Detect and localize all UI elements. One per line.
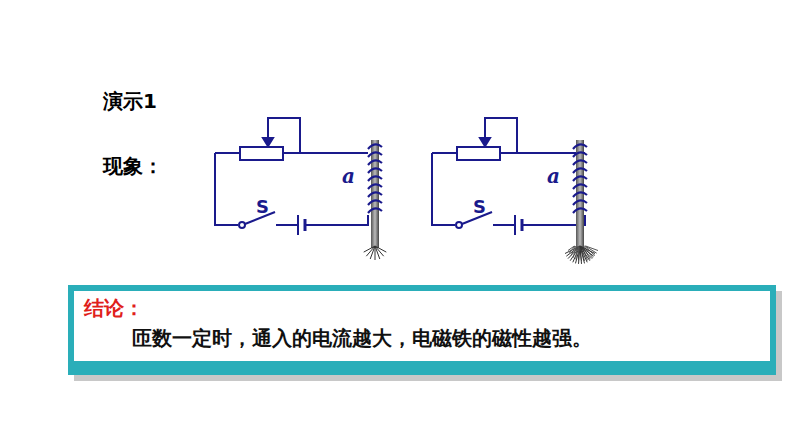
wire <box>305 215 368 225</box>
coil-winding <box>573 152 587 157</box>
conclusion-text: 匝数一定时，通入的电流越大，电磁铁的磁性越强。 <box>84 323 760 353</box>
coil-winding <box>368 200 382 205</box>
coil-winding <box>368 192 382 197</box>
coil-winding <box>573 168 587 173</box>
coil-winding <box>573 176 587 181</box>
coil-winding <box>573 160 587 165</box>
rheostat-symbol <box>240 147 283 160</box>
coil-winding <box>573 192 587 197</box>
wire <box>283 152 300 154</box>
conclusion-band: 结论：匝数一定时，通入的电流越大，电磁铁的磁性越强。 <box>68 285 776 375</box>
wire <box>215 153 238 225</box>
iron-cores <box>364 140 598 264</box>
wire <box>300 152 368 154</box>
slider-arrow <box>263 138 273 146</box>
wire <box>276 224 298 226</box>
switch-label: S <box>256 196 269 217</box>
circuit-one <box>215 118 368 235</box>
coil-winding <box>368 168 382 173</box>
circuit-two <box>432 118 585 235</box>
coil-winding <box>368 160 382 165</box>
coil-winding <box>573 208 587 213</box>
coil-winding <box>368 152 382 157</box>
coil-winding <box>573 184 587 189</box>
coil-winding <box>368 176 382 181</box>
iron-filing <box>370 246 375 259</box>
conclusion-panel: 结论：匝数一定时，通入的电流越大，电磁铁的磁性越强。 <box>74 291 770 361</box>
coil-label: a <box>342 164 355 188</box>
coil-winding <box>573 144 587 149</box>
battery-plate <box>297 215 299 235</box>
switch-pivot <box>239 222 245 228</box>
iron-filing <box>375 246 386 252</box>
slide-title: 演示1 <box>103 88 157 115</box>
coil-winding <box>368 208 382 213</box>
coil-winding <box>368 144 382 149</box>
coil-label: a <box>547 164 560 188</box>
coil-winding <box>368 184 382 189</box>
wire <box>215 152 240 154</box>
iron-filing <box>375 246 384 256</box>
phenomenon-label: 现象： <box>103 153 163 180</box>
iron-filing <box>366 246 375 256</box>
iron-filing <box>586 246 598 251</box>
conclusion-heading: 结论： <box>84 293 760 323</box>
coil-winding <box>573 200 587 205</box>
switch-label: S <box>473 196 486 217</box>
